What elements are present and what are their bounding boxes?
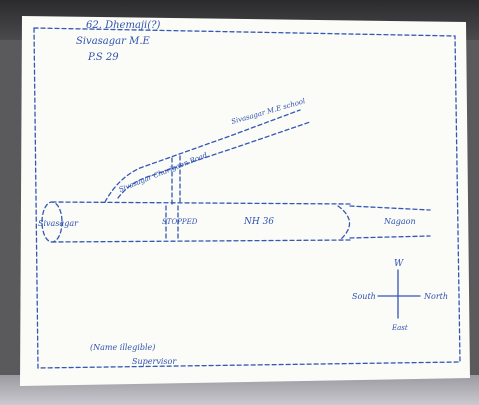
map-border [33,27,461,369]
road-extension-bottom [349,235,431,239]
compass-top: W [394,259,404,269]
header-line-2: Sivasagar M.E [76,36,150,47]
label-junction: STOPPED [162,218,198,226]
paper-sheet [20,16,470,386]
compass-right: North [423,292,448,301]
header-line-1: 62. Dhemaji(?) [86,20,160,31]
signature-line-1: (Name illegible) [90,343,155,352]
header-line-3: P.S 29 [87,52,119,63]
label-highway: NH 36 [243,217,274,227]
compass: W South North East [352,259,448,332]
road-right-curve [337,205,351,241]
highway-road [41,201,431,243]
branch-road [104,109,311,205]
road-bottom-edge [51,239,351,243]
compass-left: South [352,292,376,301]
signature-line-2: Supervisor [132,357,177,366]
branch-road-upper-edge [117,121,311,199]
label-left-end: Sivasagar [38,219,79,228]
compass-bottom: East [391,324,408,332]
label-right-end: Nagaon [383,217,416,226]
road-top-edge [51,201,351,205]
road-extension-top [349,205,431,211]
branch-road-lower-edge [104,109,301,203]
